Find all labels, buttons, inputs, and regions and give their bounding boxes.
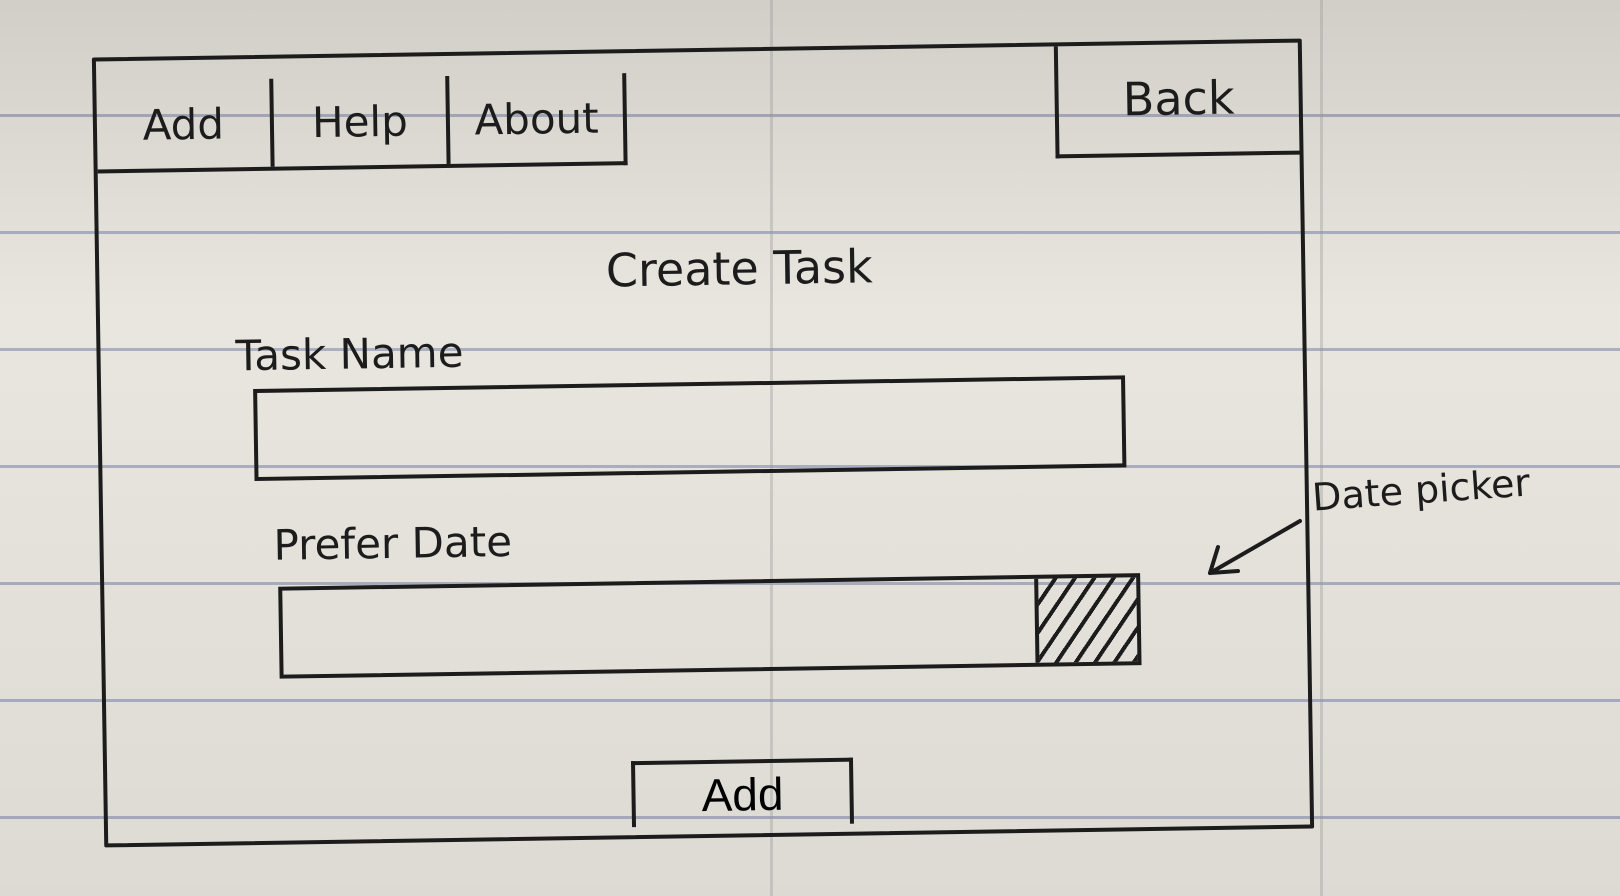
hatched-calendar-icon	[1038, 577, 1137, 663]
app-window: Add Help About Back Create Task Task Nam…	[91, 38, 1315, 848]
prefer-date-input[interactable]	[282, 578, 1036, 675]
task-name-label: Task Name	[235, 327, 464, 381]
prefer-date-field	[278, 573, 1142, 679]
date-picker-button[interactable]	[1034, 577, 1138, 663]
tab-about[interactable]: About	[474, 93, 600, 145]
date-picker-annotation: Date picker	[1310, 460, 1532, 520]
task-name-input[interactable]	[253, 375, 1127, 482]
tab-add[interactable]: Add	[96, 78, 275, 170]
prefer-date-label: Prefer Date	[273, 517, 513, 570]
tab-bar: Add Help About	[96, 73, 628, 174]
add-task-button[interactable]: Add	[630, 757, 854, 828]
back-button[interactable]: Back	[1053, 42, 1300, 159]
notebook-margin-line	[1320, 0, 1323, 896]
page-title: Create Task	[605, 239, 874, 298]
arrow-icon	[1208, 519, 1302, 575]
tab-help[interactable]: Help	[272, 75, 451, 167]
